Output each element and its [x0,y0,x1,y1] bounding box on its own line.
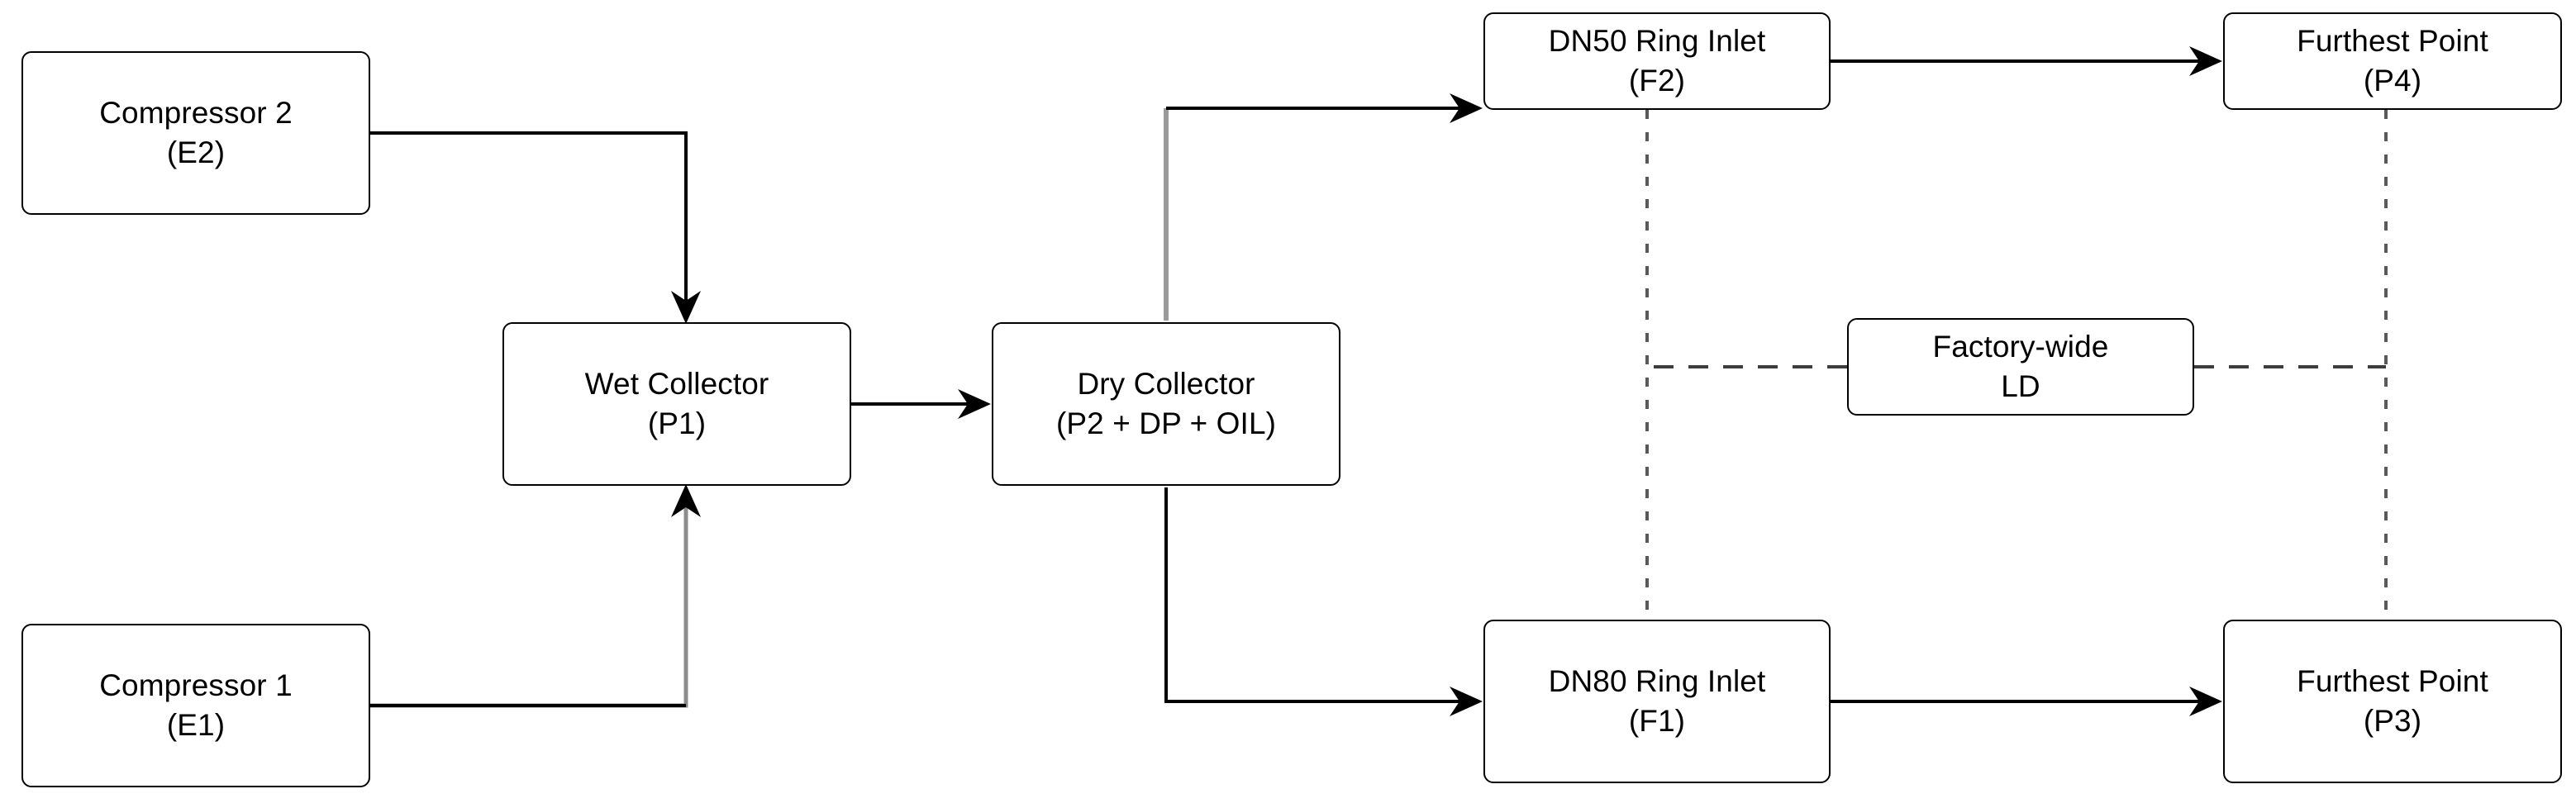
node-compressor-1-line2: (E1) [166,708,226,742]
node-dn80-ring-inlet-line2: (F1) [1628,704,1686,738]
edge-dry-collector-to-dn80-ring-inlet [1164,487,1483,716]
node-dn80-ring-inlet[interactable]: DN80 Ring Inlet (F1) [1483,620,1831,783]
node-compressor-2[interactable]: Compressor 2 (E2) [21,51,370,215]
node-furthest-point-p4[interactable]: Furthest Point (P4) [2223,12,2562,110]
node-furthest-point-p3[interactable]: Furthest Point (P3) [2223,620,2562,783]
node-wet-collector[interactable]: Wet Collector (P1) [502,322,851,486]
node-compressor-2-line2: (E2) [166,135,226,169]
node-dry-collector-line1: Dry Collector [1077,366,1255,401]
node-wet-collector-line1: Wet Collector [584,366,769,401]
node-factory-wide-ld[interactable]: Factory-wide LD [1847,318,2194,416]
node-furthest-point-p4-line1: Furthest Point [2297,23,2488,58]
node-dn50-ring-inlet-line1: DN50 Ring Inlet [1548,23,1766,58]
edge-compressor1-to-wet-collector [370,484,701,708]
node-dn50-ring-inlet[interactable]: DN50 Ring Inlet (F2) [1483,12,1831,110]
node-dn80-ring-inlet-line1: DN80 Ring Inlet [1548,663,1766,698]
edge-compressor2-to-wet-collector [370,131,701,324]
node-compressor-2-line1: Compressor 2 [99,95,293,130]
node-furthest-point-p4-line2: (P4) [2363,64,2422,97]
node-dn50-ring-inlet-line2: (F2) [1628,64,1686,97]
node-wet-collector-line2: (P1) [647,406,707,440]
node-factory-wide-ld-line1: Factory-wide [1932,329,2109,364]
edge-dn50-ring-inlet-to-furthest-point-p4 [1831,46,2222,76]
node-furthest-point-p3-line2: (P3) [2363,704,2422,738]
node-furthest-point-p3-line1: Furthest Point [2297,663,2488,698]
node-dry-collector-line2: (P2 + DP + OIL) [1055,406,1277,440]
node-dry-collector[interactable]: Dry Collector (P2 + DP + OIL) [992,322,1340,486]
edge-wet-collector-to-dry-collector [851,389,991,419]
edge-dn80-ring-inlet-to-furthest-point-p3 [1831,687,2222,716]
node-compressor-1[interactable]: Compressor 1 (E1) [21,624,370,787]
node-compressor-1-line1: Compressor 1 [99,668,293,702]
node-factory-wide-ld-line2: LD [2001,369,2040,403]
edge-dry-collector-to-dn50-ring-inlet [1164,93,1483,321]
